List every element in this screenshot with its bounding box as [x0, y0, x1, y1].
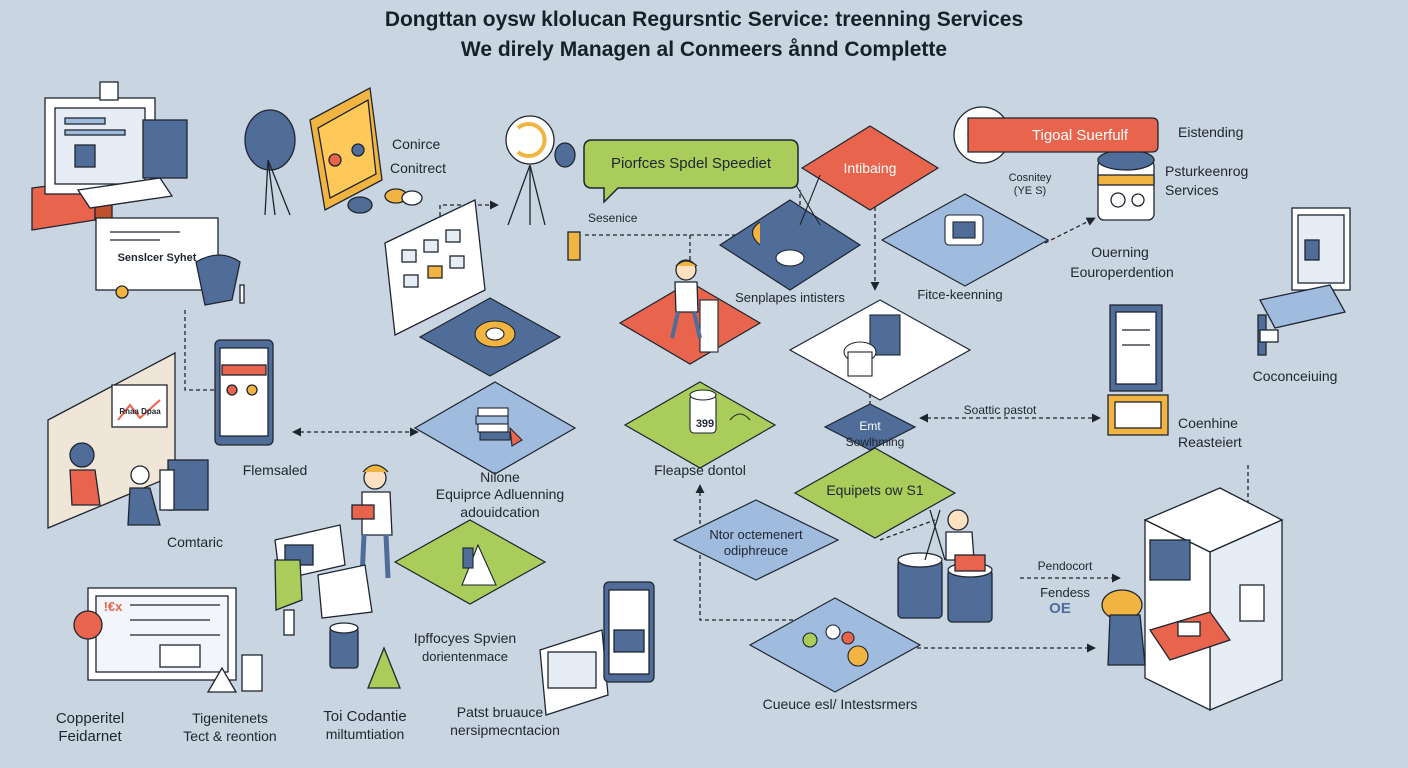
label-reasteiert: Reasteiert — [1178, 434, 1242, 450]
label-cueuce: Cueuce esl/ Intestsrmers — [762, 696, 918, 712]
tile-camera — [718, 199, 862, 291]
tile-equipets — [793, 447, 957, 539]
label-fitce: Fitce-keenning — [917, 287, 1003, 302]
label-ntor: Ntor octemenert — [709, 527, 803, 542]
label-patst-bruauce: Patst bruauce — [456, 704, 544, 720]
green-speech-label: Piorfces Spdel Speediet — [610, 155, 772, 172]
tile-ntor — [672, 499, 840, 581]
operator-figure — [670, 259, 702, 339]
top-right-icons — [953, 106, 1155, 221]
label-pendocort: Pendocort — [1037, 559, 1093, 573]
label-eistending: Eistending — [1178, 124, 1244, 140]
label-adouidcation: adouidcation — [460, 504, 540, 520]
dish-board — [244, 86, 423, 216]
label-oe-mark: OE — [1049, 600, 1071, 617]
tile-operator — [618, 281, 762, 365]
label-odiphreuce: odiphreuce — [723, 543, 789, 558]
checklist-board — [73, 587, 263, 693]
label-ouerning: Ouerning — [1091, 244, 1149, 260]
label-feidarnet: Feidarnet — [58, 728, 122, 745]
label-stack-num: 399 — [695, 418, 715, 430]
control-panel-machine — [1107, 304, 1169, 436]
tile-emt — [823, 403, 917, 451]
label-coconceiuing: Coconceiuing — [1252, 368, 1338, 384]
label-sesenice: Sesenice — [588, 211, 638, 225]
label-coenhine: Coenhine — [1178, 415, 1238, 431]
ring-tripod — [505, 115, 576, 226]
man-clipboard — [351, 464, 393, 579]
label-equiprce: Equiprce Adluenning — [435, 486, 565, 502]
tile-intibaing — [800, 125, 940, 211]
right-workstation — [1257, 207, 1351, 356]
red-diamond-label: Intibaing — [843, 160, 897, 176]
senslcer-panel-label: Senslcer Syhet — [117, 252, 197, 264]
label-fleapse: Fleapse dontol — [654, 462, 746, 478]
presenter-area — [47, 351, 209, 529]
label-miltumtiation: miltumtiation — [325, 726, 405, 742]
label-fendess: Fendess — [1040, 585, 1090, 600]
red-tab-label: Tigoal Suerfulf — [1031, 127, 1129, 144]
page-title-line2: We direly Managen al Conmeers ånnd Compl… — [460, 38, 948, 61]
measuring-machine — [274, 524, 401, 689]
label-psturkeenrog: Psturkeenrog — [1165, 163, 1249, 179]
label-flemsaled: Flemsaled — [242, 462, 308, 478]
label-conirce: Conirce — [392, 136, 441, 152]
label-sowlhming: Sowlhming — [845, 435, 905, 449]
label-cosnitey: Cosnitey — [1008, 172, 1052, 184]
storyboard-panel — [384, 199, 581, 336]
label-senplapes: Senplapes intisters — [735, 290, 845, 305]
label-tect-reontion: Tect & reontion — [183, 728, 277, 744]
server-cabinet — [1101, 487, 1284, 712]
monitor-left-label: Rnaa Dpaa — [119, 407, 161, 416]
label-doriertenmace: dorientenmace — [422, 649, 508, 664]
label-soattic: Soattic pastot — [963, 403, 1037, 417]
label-services: Services — [1165, 182, 1219, 198]
label-contrect: Conitrect — [390, 160, 447, 176]
label-nersipmecntacion: nersipmecntacion — [450, 722, 560, 738]
tablet-device — [214, 339, 274, 446]
worker-barrels — [897, 509, 993, 623]
label-emt: Emt — [859, 419, 881, 433]
label-niione: Niione — [480, 469, 520, 485]
computer-station — [31, 81, 188, 232]
tile-props — [461, 174, 984, 667]
label-comtaric: Comtaric — [166, 534, 223, 550]
page-title-line1: Dongttan oysw klolucan Regursntic Servic… — [384, 8, 1024, 31]
senslcer-panel — [95, 217, 245, 306]
label-cosnitey-sub: (YE S) — [1013, 185, 1047, 197]
label-copperitel: Copperitel — [55, 710, 125, 727]
label-eouroperdention: Eouroperdention — [1070, 264, 1174, 280]
label-toi-codantie: Toi Codantie — [323, 708, 407, 725]
label-tigenitenets: Tigenitenets — [192, 710, 268, 726]
label-ipffocyes: Ipffocyes Spvien — [413, 630, 517, 646]
phone-laptop — [539, 581, 655, 716]
label-equipets: Equipets ow S1 — [826, 482, 924, 498]
checklist-mark: !€x — [103, 599, 123, 614]
tile-cueuce — [748, 597, 922, 693]
